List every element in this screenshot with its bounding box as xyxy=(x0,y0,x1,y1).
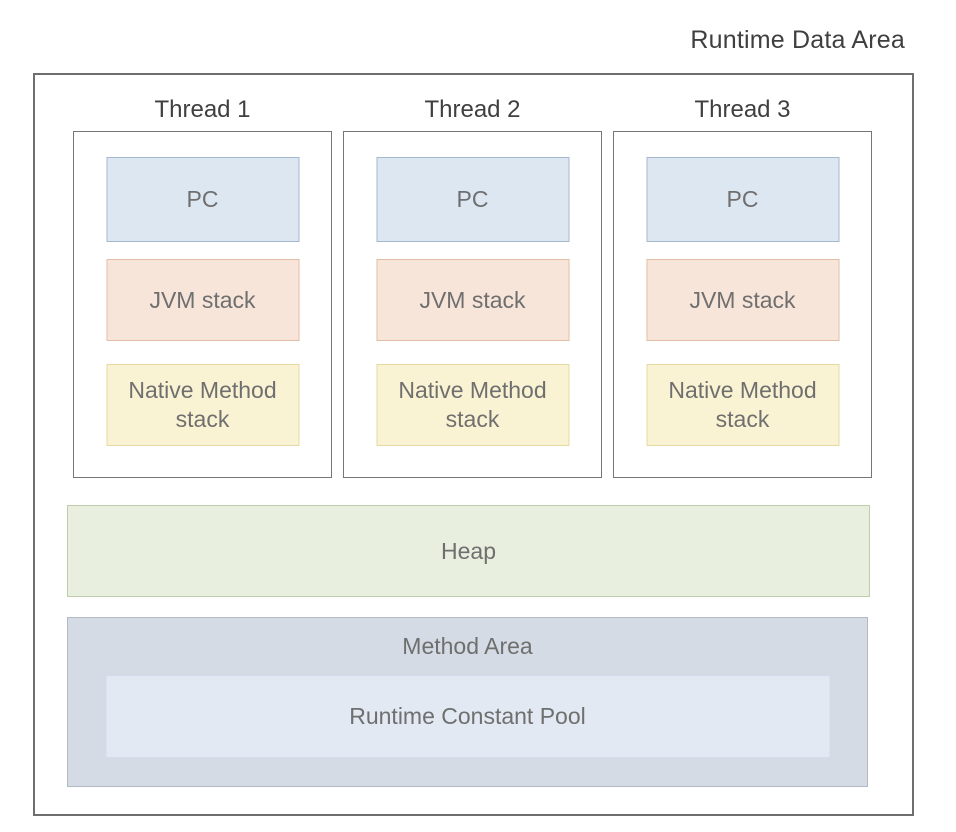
thread-2-pc-box: PC xyxy=(376,157,569,242)
thread-3-jvm-stack-box: JVM stack xyxy=(646,259,839,341)
runtime-data-area-container: Thread 1 PC JVM stack Native Method stac… xyxy=(33,73,914,816)
thread-1-native-method-stack-box: Native Method stack xyxy=(106,364,299,446)
runtime-constant-pool-box: Runtime Constant Pool xyxy=(105,675,830,758)
thread-1-box: PC JVM stack Native Method stack xyxy=(73,131,332,478)
diagram-title: Runtime Data Area xyxy=(690,26,905,54)
thread-3-label: Thread 3 xyxy=(694,96,791,123)
thread-1-pc-box: PC xyxy=(106,157,299,242)
thread-1-jvm-stack-box: JVM stack xyxy=(106,259,299,341)
thread-3-box: PC JVM stack Native Method stack xyxy=(613,131,872,478)
method-area-box: Method Area Runtime Constant Pool xyxy=(67,617,868,787)
threads-row: Thread 1 PC JVM stack Native Method stac… xyxy=(35,75,912,478)
thread-2-label: Thread 2 xyxy=(424,96,521,123)
thread-1-column: Thread 1 PC JVM stack Native Method stac… xyxy=(73,96,332,478)
thread-2-column: Thread 2 PC JVM stack Native Method stac… xyxy=(343,96,602,478)
thread-3-column: Thread 3 PC JVM stack Native Method stac… xyxy=(613,96,872,478)
thread-2-box: PC JVM stack Native Method stack xyxy=(343,131,602,478)
thread-1-label: Thread 1 xyxy=(154,96,251,123)
thread-2-native-method-stack-box: Native Method stack xyxy=(376,364,569,446)
heap-box: Heap xyxy=(67,505,870,597)
thread-3-native-method-stack-box: Native Method stack xyxy=(646,364,839,446)
thread-2-jvm-stack-box: JVM stack xyxy=(376,259,569,341)
method-area-label: Method Area xyxy=(402,633,533,659)
thread-3-pc-box: PC xyxy=(646,157,839,242)
